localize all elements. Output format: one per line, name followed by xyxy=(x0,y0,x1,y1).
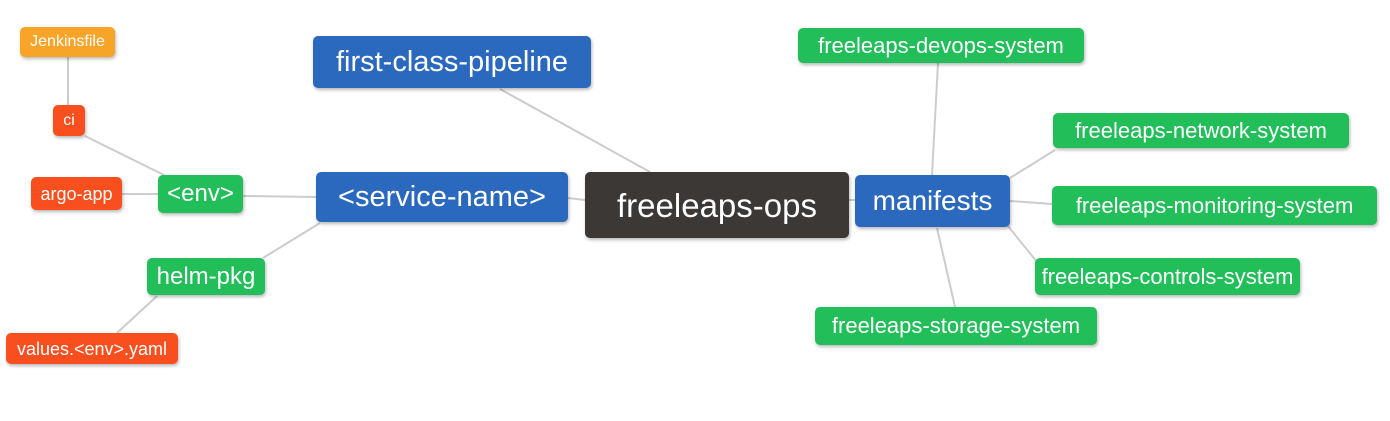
node-argo-app[interactable]: argo-app xyxy=(31,177,122,210)
edge-env-service-name xyxy=(242,195,317,198)
node-devops-system[interactable]: freeleaps-devops-system xyxy=(798,28,1084,63)
node-label: manifests xyxy=(872,185,993,216)
edge-service-name-helm-pkg xyxy=(262,222,321,259)
node-network-system[interactable]: freeleaps-network-system xyxy=(1053,113,1349,148)
node-label: <service-name> xyxy=(338,180,546,213)
edge-service-name-freeleaps-ops xyxy=(567,197,586,201)
node-helm-pkg[interactable]: helm-pkg xyxy=(147,258,265,295)
edge-manifests-network-system xyxy=(1009,149,1056,179)
node-controls-system[interactable]: freeleaps-controls-system xyxy=(1035,258,1300,295)
edge-manifests-monitoring-system xyxy=(1009,200,1053,205)
node-label: freeleaps-devops-system xyxy=(818,32,1064,58)
edge-manifests-controls-system xyxy=(1007,225,1038,263)
node-label: argo-app xyxy=(40,183,113,204)
node-label: helm-pkg xyxy=(156,262,256,290)
node-service-name[interactable]: <service-name> xyxy=(316,172,568,222)
node-label: freeleaps-network-system xyxy=(1075,117,1327,143)
node-label: freeleaps-controls-system xyxy=(1041,263,1294,289)
node-label: values.<env>.yaml xyxy=(16,338,168,359)
node-jenkinsfile[interactable]: Jenkinsfile xyxy=(20,27,115,57)
node-values-env-yaml[interactable]: values.<env>.yaml xyxy=(6,333,178,364)
node-label: <env> xyxy=(167,180,234,207)
node-label: freeleaps-ops xyxy=(617,186,817,224)
node-label: freeleaps-monitoring-system xyxy=(1075,192,1354,218)
node-env[interactable]: <env> xyxy=(158,175,243,213)
edge-manifests-devops-system xyxy=(931,62,939,176)
node-label: first-class-pipeline xyxy=(335,45,569,78)
node-storage-system[interactable]: freeleaps-storage-system xyxy=(815,307,1097,345)
node-monitoring-system[interactable]: freeleaps-monitoring-system xyxy=(1052,186,1377,225)
node-manifests[interactable]: manifests xyxy=(855,175,1010,227)
node-first-class-pipeline[interactable]: first-class-pipeline xyxy=(313,36,591,88)
edge-first-class-pipeline-freeleaps-ops xyxy=(499,88,651,173)
node-label: freeleaps-storage-system xyxy=(831,313,1081,338)
node-label: Jenkinsfile xyxy=(30,33,105,50)
node-label: ci xyxy=(63,111,75,129)
edge-ci-env xyxy=(84,135,169,178)
node-freeleaps-ops[interactable]: freeleaps-ops xyxy=(585,172,849,238)
node-ci[interactable]: ci xyxy=(53,105,85,136)
edge-helm-pkg-values-env-yaml xyxy=(116,295,158,334)
edge-manifests-storage-system xyxy=(936,227,956,308)
